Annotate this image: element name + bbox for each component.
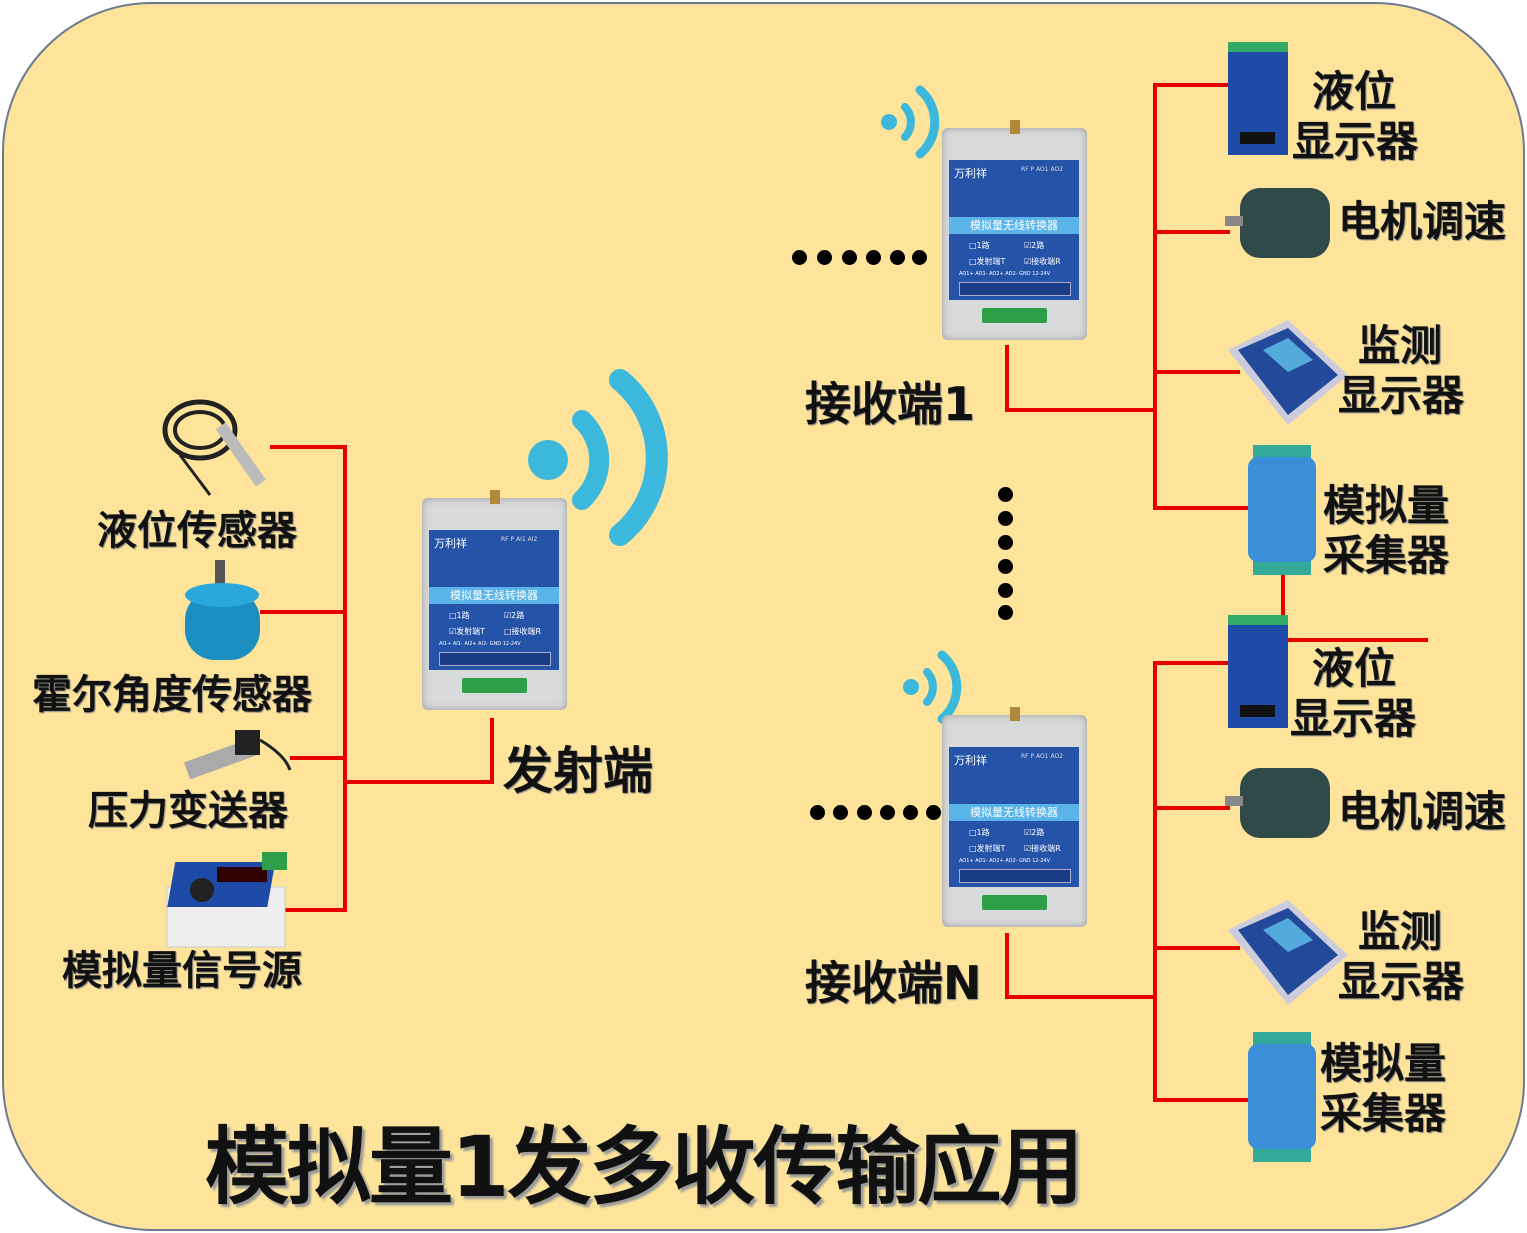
motor-image (1225, 768, 1330, 838)
output-label: 显示器 (1338, 371, 1465, 420)
option-tx: □发射端T (969, 844, 1006, 853)
option-ch2: ☑2路 (1024, 241, 1045, 250)
option-ch1: □1路 (969, 828, 990, 837)
output-label: 显示器 (1292, 117, 1419, 166)
output-label: 液位 (1312, 67, 1397, 116)
led-labels: RF P AI1 AI2 (501, 536, 538, 543)
output-label: 液位 (1312, 644, 1397, 693)
terminal-labels: AO1+ AO1- AO2+ AO2- GND 12-24V (959, 858, 1051, 864)
output-label: 模拟量 (1323, 481, 1450, 530)
output-label: 监测 (1358, 907, 1443, 956)
option-rx: ☑接收端R (1024, 257, 1061, 266)
input-label-signal-source: 模拟量信号源 (62, 948, 302, 994)
model-label: 模拟量无线转换器 (949, 804, 1079, 821)
terminal-labels: AI1+ AI1- AI2+ AI2- GND 12-24V (439, 641, 521, 647)
model-label: 模拟量无线转换器 (949, 217, 1079, 234)
monitor-display-image (1228, 900, 1348, 1005)
hall-angle-sensor-image (185, 560, 260, 660)
monitor-display-image (1228, 320, 1348, 425)
receiver-n-label: 接收端N (805, 956, 982, 1010)
analog-signal-source-image (166, 852, 287, 948)
analog-collector-image (1248, 445, 1316, 575)
input-label-hall-sensor: 霍尔角度传感器 (32, 672, 312, 718)
output-label: 模拟量 (1320, 1039, 1447, 1088)
transmitter-device: 万利祥 RF P AI1 AI2 模拟量无线转换器 □1路 ☑2路 ☑发射端T … (422, 490, 567, 710)
output-label: 电机调速 (1338, 787, 1507, 836)
output-label: 采集器 (1323, 531, 1450, 580)
diagram-title: 模拟量1发多收传输应用 (205, 1118, 1083, 1216)
input-label-pressure: 压力变送器 (88, 788, 288, 834)
receiver-1-label: 接收端1 (805, 377, 976, 431)
option-ch2: ☑2路 (1024, 828, 1045, 837)
receiver-device-1: 万利祥 RF P AO1 AO2 模拟量无线转换器 □1路 ☑2路 □发射端T … (942, 120, 1087, 340)
option-tx: ☑发射端T (449, 627, 486, 636)
output-label: 电机调速 (1338, 197, 1507, 246)
option-tx: □发射端T (969, 257, 1006, 266)
motor-image (1225, 188, 1330, 258)
option-rx: □接收端R (504, 627, 542, 636)
led-labels: RF P AO1 AO2 (1021, 753, 1064, 760)
option-rx: ☑接收端R (1024, 844, 1061, 853)
wifi-signal-icon (881, 85, 940, 159)
brand-label: 万利祥 (434, 537, 467, 550)
model-label: 模拟量无线转换器 (429, 587, 559, 604)
wifi-signal-icon (528, 369, 668, 546)
option-ch1: □1路 (449, 611, 470, 620)
input-label-level-sensor: 液位传感器 (97, 508, 297, 554)
wifi-signal-icon (903, 650, 962, 724)
output-label: 显示器 (1338, 957, 1465, 1006)
level-display-image (1228, 42, 1288, 155)
output-label: 显示器 (1290, 694, 1417, 743)
receiver-device-n: 万利祥 RF P AO1 AO2 模拟量无线转换器 □1路 ☑2路 □发射端T … (942, 707, 1087, 927)
transmitter-label: 发射端 (503, 742, 653, 800)
output-label: 采集器 (1320, 1089, 1447, 1138)
option-ch1: □1路 (969, 241, 990, 250)
level-sensor-image (162, 399, 266, 496)
terminal-labels: AO1+ AO1- AO2+ AO2- GND 12-24V (959, 271, 1051, 277)
level-display-image (1228, 615, 1288, 728)
analog-collector-image (1248, 1032, 1316, 1162)
option-ch2: ☑2路 (504, 611, 525, 620)
pressure-transmitter-image (184, 730, 292, 780)
output-label: 监测 (1358, 321, 1443, 370)
led-labels: RF P AO1 AO2 (1021, 166, 1064, 173)
brand-label: 万利祥 (954, 167, 987, 180)
brand-label: 万利祥 (954, 754, 987, 767)
